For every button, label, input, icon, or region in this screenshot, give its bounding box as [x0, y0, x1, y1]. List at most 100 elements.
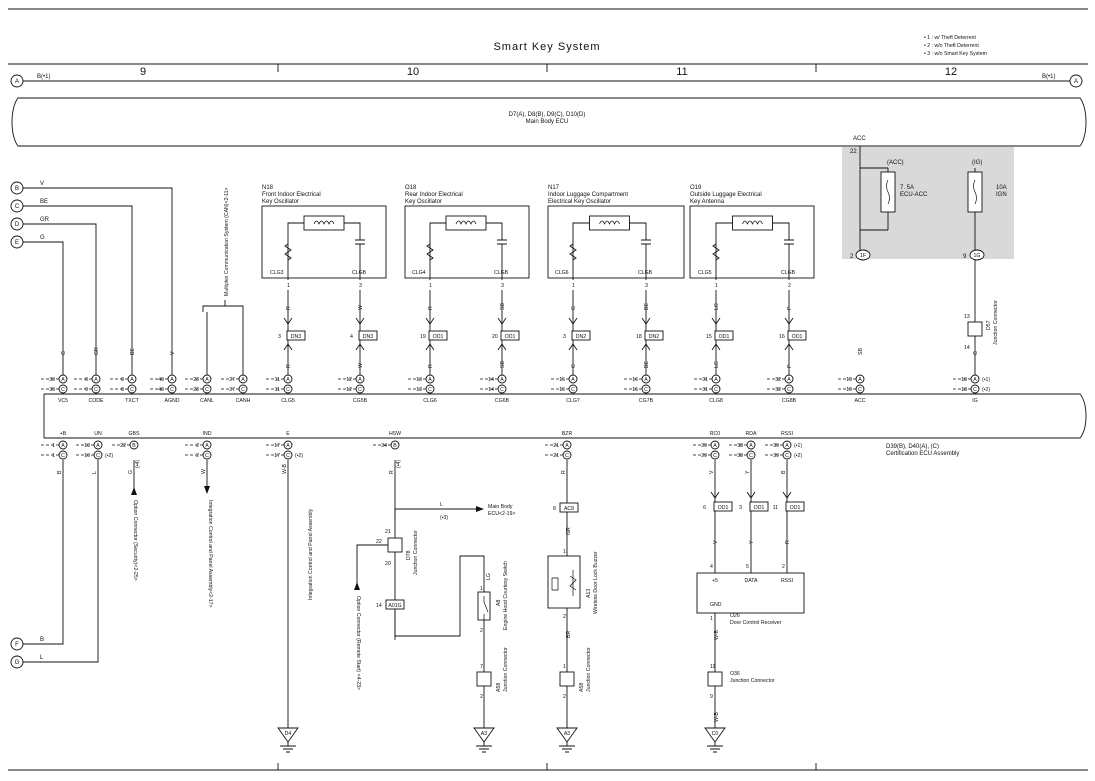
ground-triangle: [277, 727, 299, 743]
ind-arrow: [204, 486, 210, 494]
osc-connector: [286, 330, 306, 341]
a13-id: A13: [586, 589, 592, 598]
pin-function: RDA: [746, 431, 757, 437]
acc-label: ACC: [853, 136, 866, 142]
wire-l-bottom: [23, 460, 99, 663]
pin-circle-a: [202, 374, 212, 384]
osc-connector: [644, 330, 664, 341]
oscillator-id: N17: [548, 185, 560, 191]
oscillator-name2: Electrical Key Oscillator: [548, 199, 611, 205]
pin-letter-1: A: [96, 443, 100, 449]
main-body-ecu-ids: D7(A), D8(B), D9(C), D10(D): [509, 112, 586, 118]
osc-pin2: 3: [359, 283, 362, 289]
pin-num-a: 12: [346, 377, 352, 383]
osc-connector-pin: 20: [492, 334, 498, 340]
d78-pin2: 22: [376, 539, 382, 545]
pin-circle-a: [425, 374, 435, 384]
a58-name: Junction Connector: [503, 647, 509, 692]
coil-icon: [455, 220, 477, 225]
recv-name: Door Control Receiver: [730, 620, 782, 626]
pin-letter-c: C: [170, 387, 174, 393]
pin-circle-a: [91, 374, 101, 384]
wireless-door-lock-buzzer: [547, 555, 581, 609]
pin-num-c: 27: [229, 387, 235, 393]
pin-num-2: 38: [737, 453, 743, 459]
wire-be: [23, 205, 133, 378]
pin-function: CLG6: [423, 398, 437, 404]
osc-wire-color: W: [358, 305, 364, 310]
a13-name: Wireless Door Lock Buzzer: [593, 551, 599, 614]
osc-pin1: 1: [287, 283, 290, 289]
o36-pin2: 9: [710, 694, 713, 700]
osc-connector-label: DN2: [576, 334, 586, 340]
a58b-pin2: 2: [563, 694, 566, 700]
ground-id: D4: [285, 731, 292, 737]
pin-letter-c: C: [130, 387, 134, 393]
pin-function: RC0: [710, 431, 720, 437]
pin-num-a: 11: [275, 377, 280, 383]
osc-wire-color: R: [286, 306, 292, 310]
pin-circle-c: [238, 384, 248, 394]
recv-label-rssi: RSSI: [781, 578, 793, 584]
osc-pin1: 1: [715, 283, 718, 289]
osc-left-term: CLG5: [698, 270, 712, 276]
pin-circle-c: [127, 384, 137, 394]
osc-wire-color: BE: [644, 303, 650, 310]
fuse-ig-rating: 10A: [996, 185, 1007, 191]
od1-label: OD1: [718, 505, 729, 511]
fuse-ig-type: (IG): [972, 160, 982, 166]
wire-v: [23, 187, 173, 378]
bus-a-left-tag: B(•1): [37, 74, 50, 80]
marker-g: G: [15, 660, 20, 666]
note-2: • 2 : w/o Theft Deterrent: [924, 43, 979, 49]
pin-letter-a: A: [61, 377, 65, 383]
conn-ac8-pin: 8: [553, 506, 556, 512]
fuse-acc-name: ECU-ACC: [900, 192, 928, 198]
osc-connector: [571, 330, 591, 341]
pin-letter-c: C: [500, 387, 504, 393]
pin-wire-color: SB: [858, 348, 864, 355]
pin-num-a: 19: [846, 377, 852, 383]
osc-connector-label: DN3: [291, 334, 301, 340]
pin-function: ACC: [855, 398, 866, 404]
od1-box: [785, 501, 805, 512]
pin-letter-a: A: [241, 377, 245, 383]
pin-num-a: 28: [193, 377, 199, 383]
ground-0: D4: [277, 727, 299, 753]
pin-num-c: 18: [961, 387, 967, 393]
ground-3: C0: [704, 727, 726, 753]
pin-letter-1: A: [205, 443, 209, 449]
main-body-ecu-name: Main Body ECU: [526, 119, 569, 125]
pin-num-c: 9: [85, 387, 88, 393]
ground-id: C0: [712, 731, 719, 737]
pin-letter-a: A: [130, 377, 134, 383]
pin-letter-1: A: [286, 443, 290, 449]
pin-wire-color: R: [561, 470, 567, 474]
acc-pin: 22: [850, 149, 857, 155]
fuse-area: [842, 147, 1014, 259]
pin-num-a: 8: [85, 377, 88, 383]
pin-circle-c: [855, 384, 865, 394]
osc-wire-color: P: [787, 306, 793, 310]
junction-a58-2: [559, 671, 575, 687]
pin-letter-a: A: [500, 377, 504, 383]
pin-function: IG: [972, 398, 977, 404]
oscillator-id: N18: [262, 185, 274, 191]
pin-letter-a: A: [170, 377, 174, 383]
oscillator-name1: Front Indoor Electrical: [262, 192, 321, 198]
d57-pin2: 14: [964, 345, 970, 351]
osc-connector-label: OD1: [719, 334, 730, 340]
pin-num-1: 39: [773, 443, 779, 449]
osc-wire-color-lower: R: [428, 364, 434, 368]
pin-circle-a: [855, 374, 865, 384]
osc-wire-color-lower: SB: [500, 361, 506, 368]
